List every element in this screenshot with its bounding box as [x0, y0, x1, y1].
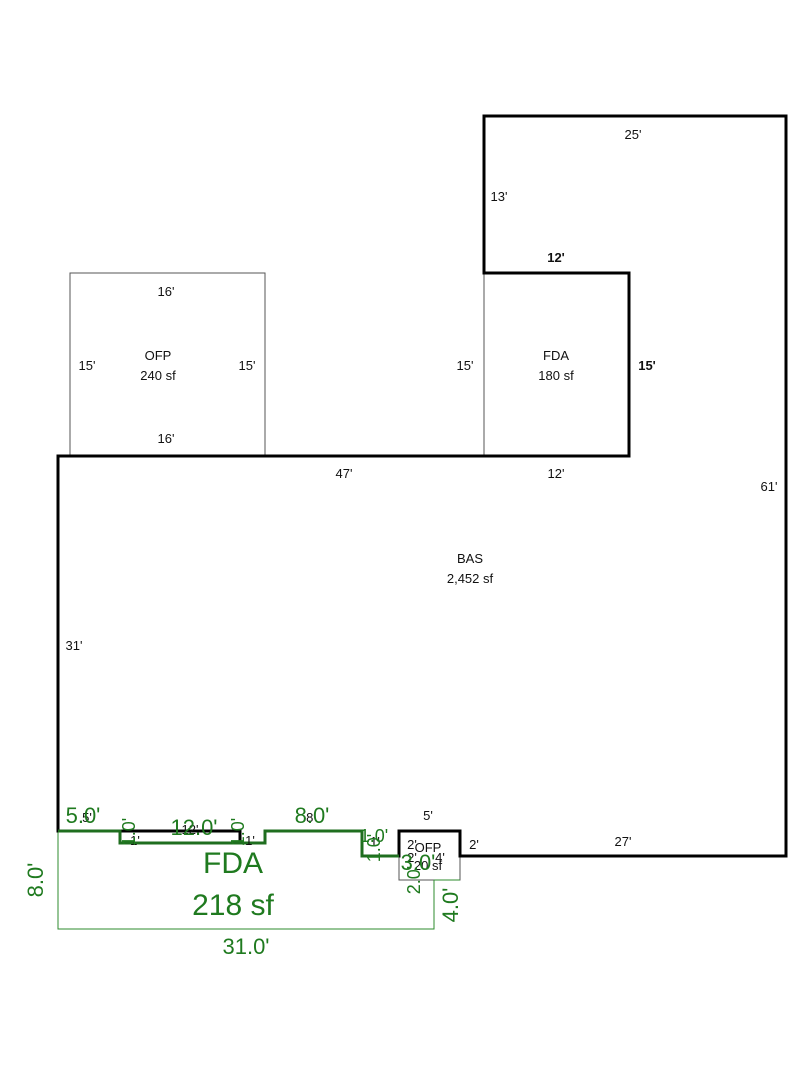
dim-top-25: 25'	[625, 127, 642, 142]
dim-ofp-small-2b: 2'	[407, 850, 417, 865]
dim-bottom-27: 27'	[615, 834, 632, 849]
bas-code: BAS	[457, 551, 483, 566]
bas-outline	[56, 114, 788, 858]
gdim-5: 5.0'	[66, 803, 101, 828]
dim-bas-bottom-8: 8'	[306, 810, 316, 825]
dim-bas-bottom-1a: 1'	[130, 833, 140, 848]
ofp-code: OFP	[145, 348, 172, 363]
fda-lower-area: 218 sf	[192, 889, 274, 922]
dim-ofp-right-15: 15'	[239, 358, 256, 373]
dim-fda-right-15: 15'	[638, 358, 656, 373]
gdim-1b: 1.0'	[228, 818, 248, 846]
dim-ofp-left-15: 15'	[79, 358, 96, 373]
dim-step-12: 12'	[547, 250, 565, 265]
dim-bas-top-12: 12'	[548, 466, 565, 481]
dim-ofp-bottom-16: 16'	[158, 431, 175, 446]
ofp-small-code: OFP	[415, 840, 442, 855]
fda-lower-code: FDA	[203, 847, 263, 880]
ofp-outline	[69, 272, 266, 457]
dim-left-31: 31'	[66, 638, 83, 653]
dim-bas-bottom-12: 12'	[182, 822, 199, 837]
gdim-8: 8.0'	[295, 803, 330, 828]
dim-fda-left-15: 15'	[457, 358, 474, 373]
gdim-left-8: 8.0'	[23, 863, 48, 898]
dim-ofp-small-4: 4'	[435, 850, 445, 865]
fda-lower-top-edge	[58, 829, 399, 858]
dim-bas-bottom-1b: 1'	[245, 833, 255, 848]
ofp-small-area: 20 sf	[414, 858, 443, 873]
bas-area: 2,452 sf	[447, 571, 494, 586]
fda-upper-area: 180 sf	[538, 368, 574, 383]
fda-lower-outline	[57, 831, 435, 930]
gdim-1d: 1.0'	[360, 826, 388, 846]
gdim-1a: 1.0'	[119, 818, 139, 846]
gdim-2: 2.0'	[404, 866, 424, 894]
dim-bas-bottom-1c: 1'	[370, 834, 380, 849]
ofp-area: 240 sf	[140, 368, 176, 383]
dim-ofp-small-2a: 2'	[407, 837, 417, 852]
fda-upper-code: FDA	[543, 348, 569, 363]
gdim-1c: 1.0'	[364, 834, 384, 862]
dim-bas-bottom-5: 5'	[82, 810, 92, 825]
dim-bas-top-47: 47'	[336, 466, 353, 481]
gdim-3: 3.0'	[401, 850, 436, 875]
gdim-12: 12.0'	[170, 815, 217, 840]
gdim-right-4: 4.0'	[438, 888, 463, 923]
dim-bottom-2: 2'	[469, 837, 479, 852]
dim-ofp-top-16: 16'	[158, 284, 175, 299]
gdim-bottom-31: 31.0'	[222, 934, 269, 959]
dim-left-13: 13'	[491, 189, 508, 204]
dim-right-61: 61'	[761, 479, 778, 494]
dim-bottom-5: 5'	[423, 808, 433, 823]
